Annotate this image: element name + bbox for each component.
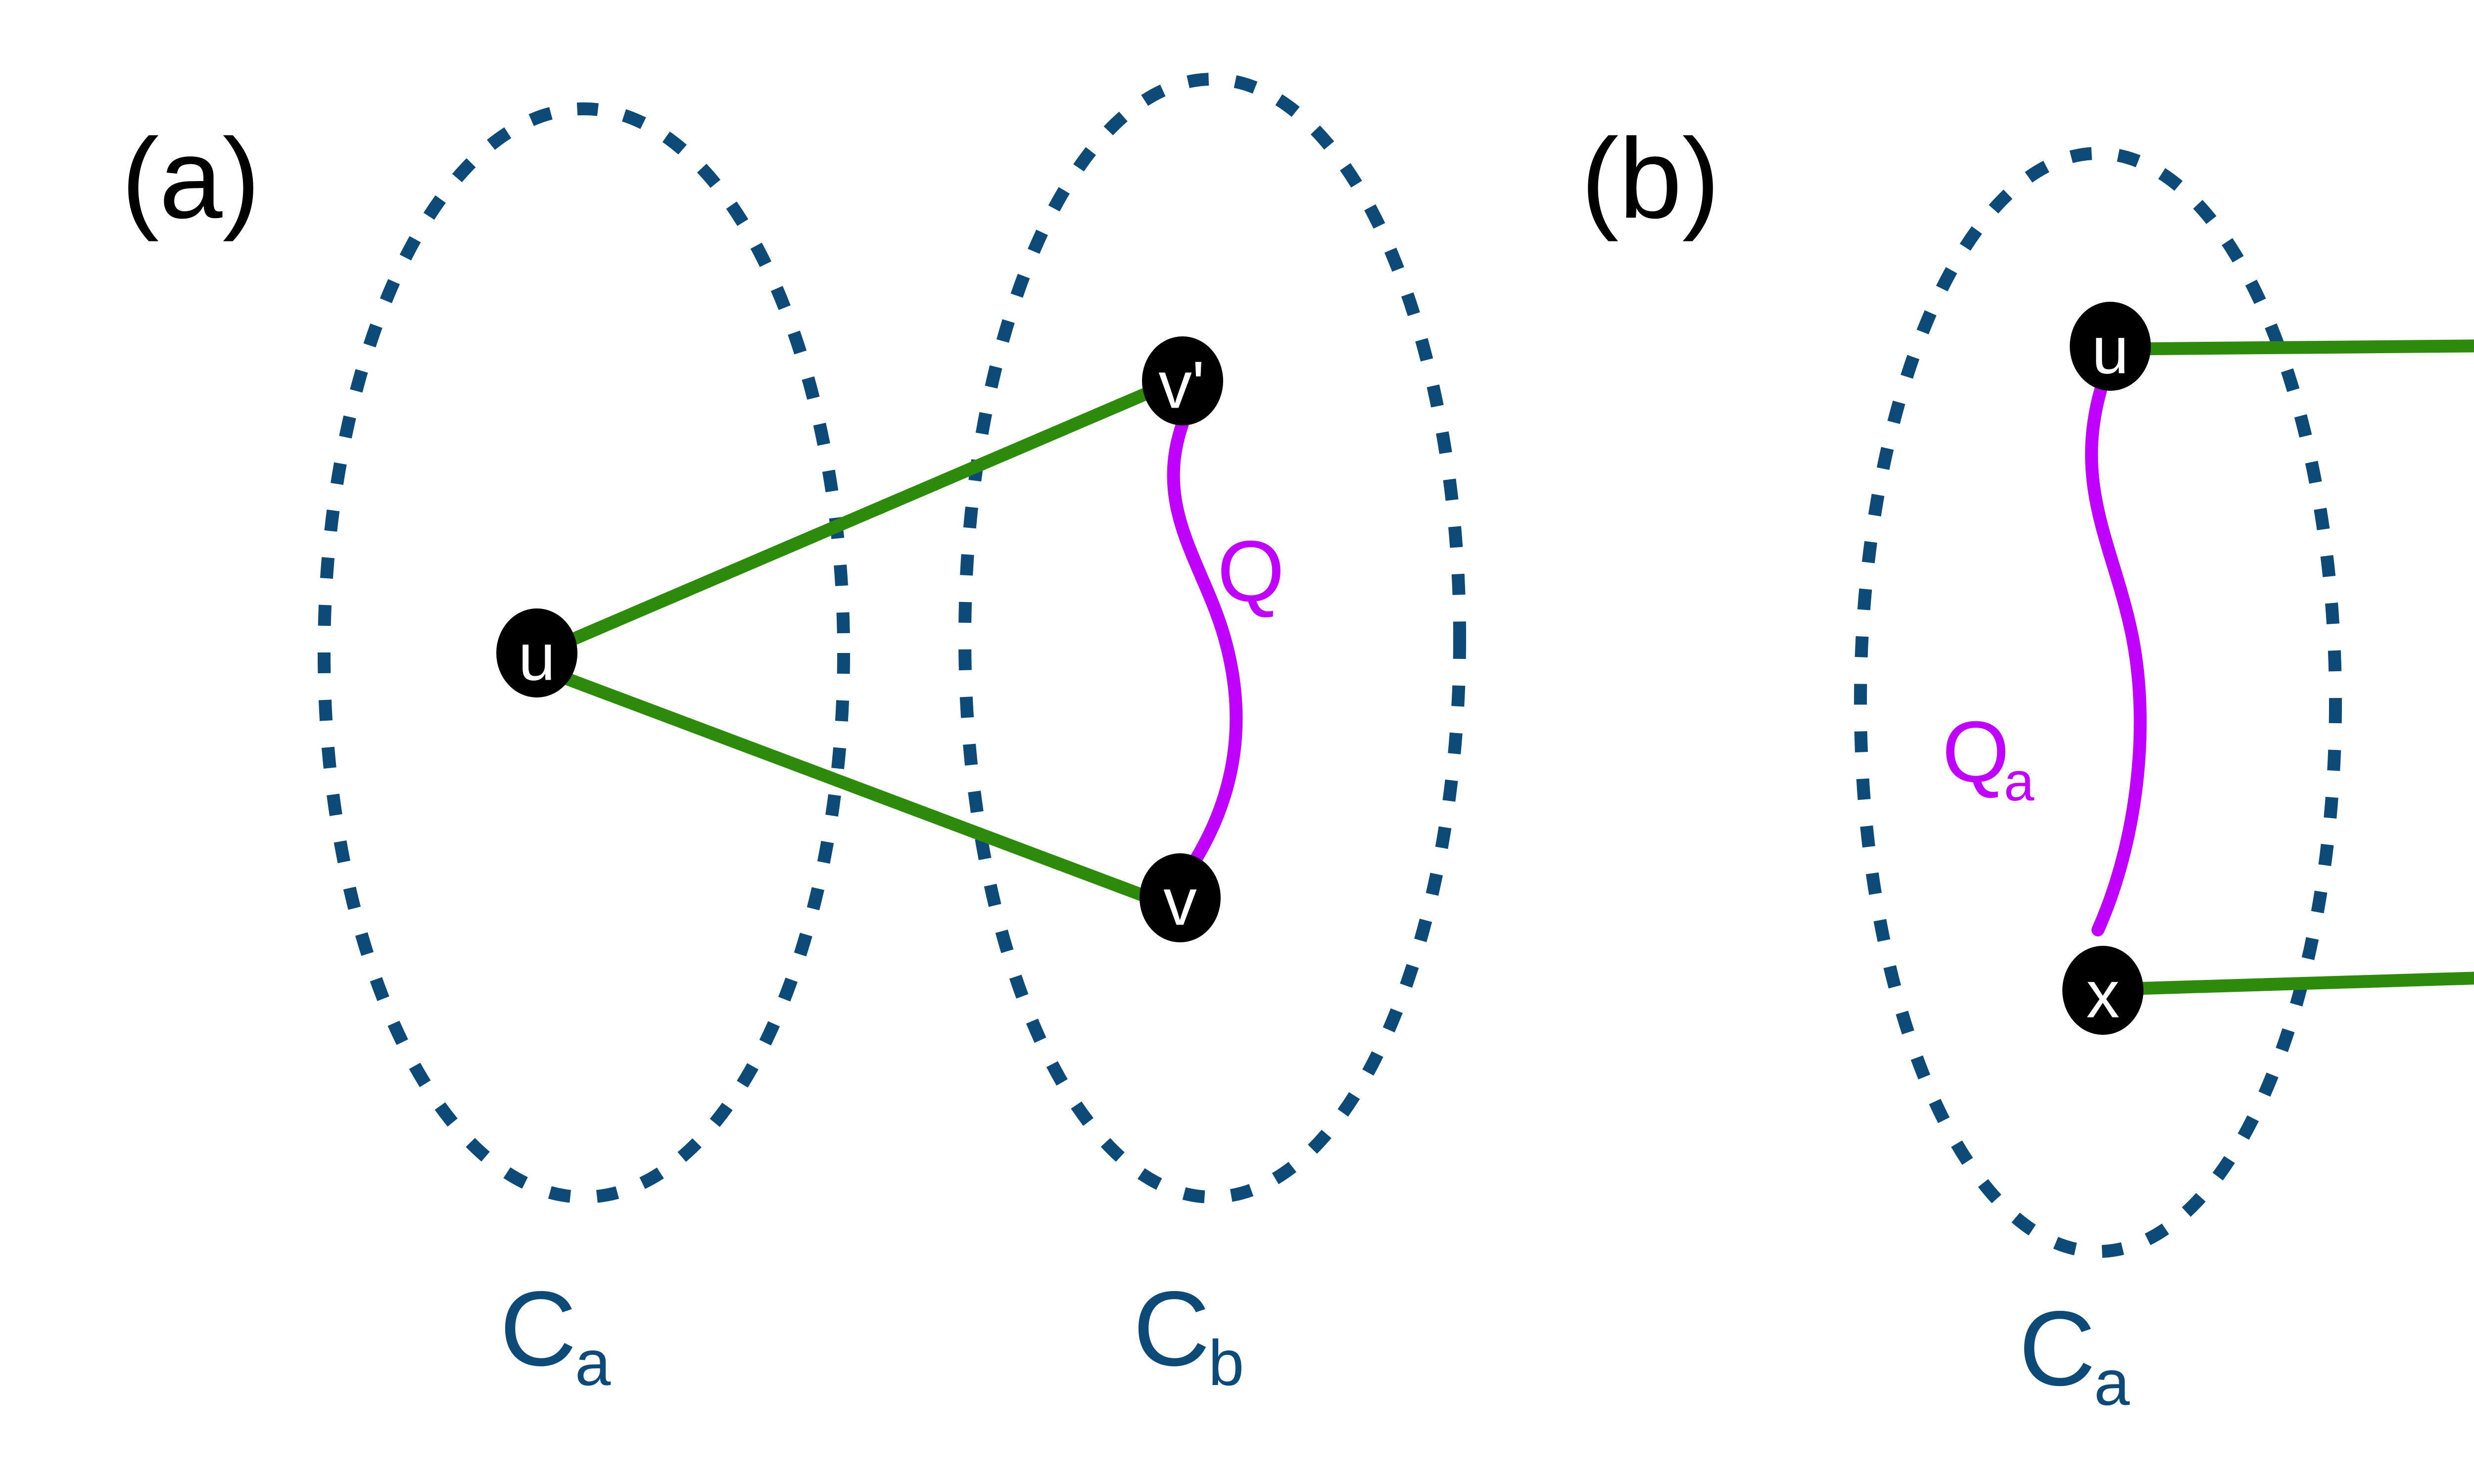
cluster-a-right-ellipse <box>958 73 1466 1204</box>
cluster-a-left-ellipse <box>318 102 850 1204</box>
cluster-a-right-label-sub: b <box>1208 1327 1244 1399</box>
node-b-u-circle <box>2070 302 2151 391</box>
path-label-b-qa: Q a <box>1942 704 2035 812</box>
node-a-v-label: v <box>1163 865 1197 939</box>
node-a-u-circle <box>496 608 577 697</box>
panel-a: (a) u v' v <box>121 73 1466 1399</box>
edge-a-u-vprime <box>558 384 1159 649</box>
edge-a-path-q <box>1167 404 1243 867</box>
path-label-a-q: Q <box>1217 523 1285 620</box>
cluster-a-left-label-main: C <box>500 1269 576 1388</box>
node-a-vprime-label: v' <box>1158 348 1204 422</box>
node-a-v-circle <box>1140 853 1221 942</box>
cluster-a-left-label-sub: a <box>575 1327 611 1399</box>
edge-b-u-v <box>2143 339 2474 355</box>
cluster-b-left-label: C a <box>2019 1289 2130 1419</box>
path-label-b-qa-main: Q <box>1942 704 2009 800</box>
cluster-a-right-label-main: C <box>1133 1269 1210 1388</box>
panel-b-label: (b) <box>1581 115 1720 242</box>
node-b-x-label: x <box>2086 957 2120 1032</box>
node-b-x: x <box>2062 946 2143 1035</box>
edge-b-x-y <box>2136 972 2474 995</box>
cluster-a-right-label: C b <box>1133 1269 1244 1399</box>
path-label-b-qa-sub: a <box>2004 751 2035 812</box>
node-a-vprime-circle <box>1142 336 1223 425</box>
cluster-b-left-ellipse <box>1854 147 2342 1258</box>
node-a-vprime: v' <box>1142 336 1223 425</box>
cluster-a-left-label: C a <box>500 1269 611 1399</box>
node-a-v: v <box>1140 853 1221 942</box>
node-b-x-circle <box>2062 946 2143 1035</box>
node-b-u: u <box>2070 302 2151 391</box>
cluster-b-left-label-main: C <box>2019 1289 2095 1408</box>
panel-b: (b) u v <box>1581 115 2474 1419</box>
cluster-b-left-label-sub: a <box>2094 1346 2130 1419</box>
node-a-u-label: u <box>518 620 555 695</box>
edge-b-path-qa <box>2085 384 2147 936</box>
node-a-u: u <box>496 608 577 697</box>
node-b-u-label: u <box>2092 313 2129 388</box>
panel-a-label: (a) <box>121 115 260 242</box>
edge-a-u-v <box>558 671 1149 902</box>
